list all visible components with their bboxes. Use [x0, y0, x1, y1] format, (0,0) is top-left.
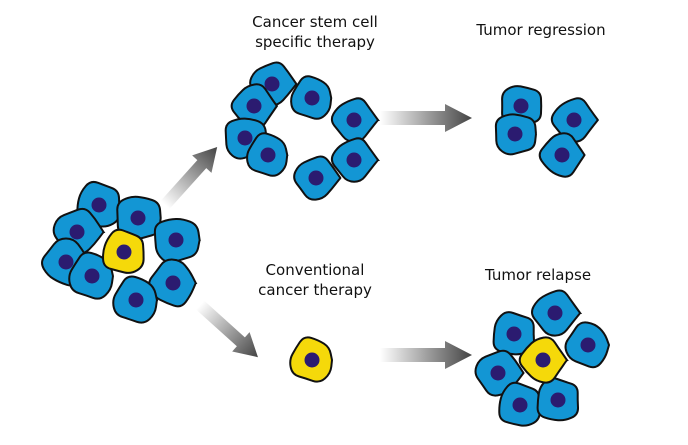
cancer-stem-cell [518, 336, 569, 384]
nucleus [264, 76, 280, 92]
cancer-cell [498, 381, 541, 427]
arrow-down-diagonal [195, 300, 258, 358]
cancer-cell [230, 83, 279, 129]
cancer-cell [550, 97, 599, 143]
cancer-cell [538, 132, 586, 178]
nucleus [550, 392, 566, 408]
cancer-cell [68, 251, 114, 300]
label-line: Conventional [265, 261, 365, 279]
nucleus [535, 352, 551, 368]
nucleus [84, 268, 100, 284]
cancer-cell [531, 289, 582, 337]
cancer-cell [293, 155, 342, 201]
label-conventional-therapy: Conventional cancer therapy [258, 260, 372, 300]
label-specific-therapy: Cancer stem cell specific therapy [252, 12, 378, 52]
label-tumor-relapse: Tumor relapse [484, 266, 592, 284]
label-line: specific therapy [255, 33, 375, 51]
cancer-cell [246, 132, 289, 177]
nucleus [116, 244, 132, 260]
nucleus [246, 98, 262, 114]
nucleus [304, 352, 320, 368]
nucleus [554, 147, 570, 163]
nucleus [346, 112, 362, 128]
nucleus [91, 197, 107, 213]
nucleus [580, 337, 596, 353]
label-line: cancer therapy [258, 281, 372, 299]
nucleus [237, 130, 253, 146]
cancer-cell [330, 97, 380, 143]
surviving-stem-cell [289, 336, 334, 383]
nucleus [308, 170, 324, 186]
nucleus [168, 232, 184, 248]
arrow-bottom-horizontal [380, 341, 472, 369]
cancer-stem-cell [102, 228, 145, 274]
cancer-cell [290, 75, 333, 120]
nucleus [346, 152, 362, 168]
nucleus [506, 326, 522, 342]
label-line: Cancer stem cell [252, 13, 378, 31]
cancer-cell [564, 321, 611, 369]
cancer-cell [153, 217, 201, 264]
nucleus [69, 224, 85, 240]
nucleus [512, 397, 528, 413]
arrow-up-diagonal [160, 147, 218, 210]
cancer-cell [494, 113, 537, 156]
nucleus [58, 254, 74, 270]
cancer-cell [112, 275, 159, 324]
nucleus [547, 305, 563, 321]
nucleus [165, 275, 181, 291]
cancer-cell [492, 311, 536, 356]
label-tumor-regression: Tumor regression [476, 21, 606, 39]
arrow-top-horizontal [380, 104, 472, 132]
nucleus [490, 365, 506, 381]
nucleus [507, 126, 523, 142]
cancer-cell [330, 137, 380, 183]
nucleus [260, 147, 276, 163]
nucleus [130, 210, 146, 226]
nucleus [128, 292, 144, 308]
cancer-cell [536, 377, 580, 422]
nucleus [513, 98, 529, 114]
nucleus [304, 90, 320, 106]
nucleus [566, 112, 582, 128]
